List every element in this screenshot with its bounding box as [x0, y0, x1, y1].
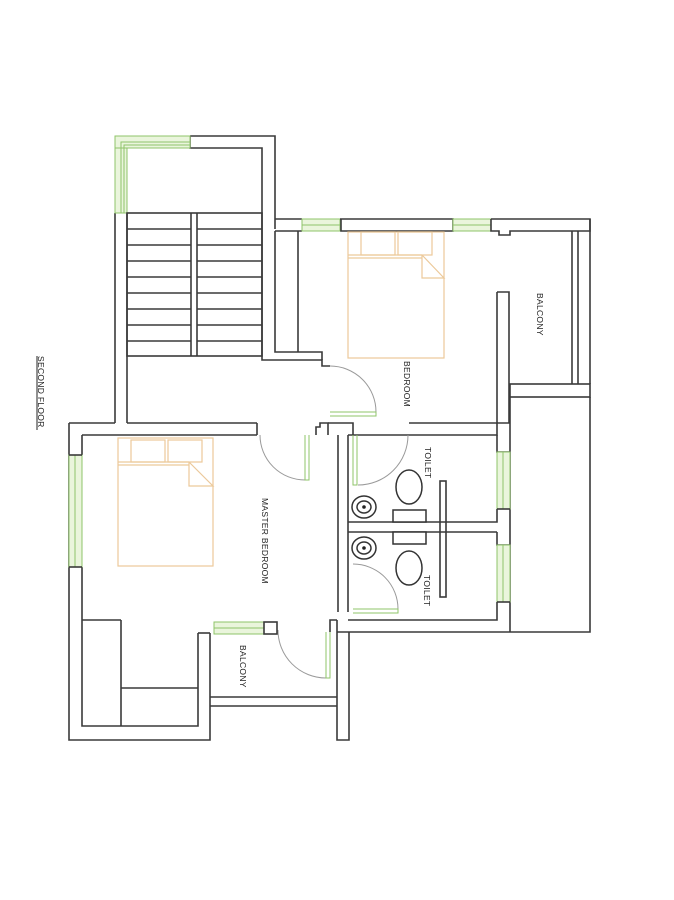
lower-left-block: [81, 619, 210, 727]
stair-tower: [114, 135, 276, 423]
bedroom-door[interactable]: [329, 365, 377, 417]
master-bedroom-door[interactable]: [259, 434, 310, 481]
label-master-bedroom: MASTER BEDROOM: [260, 498, 270, 584]
bed-bedroom: [347, 231, 446, 359]
toilet-lower-door[interactable]: [352, 563, 399, 614]
toilet-lower-fixtures: [351, 531, 427, 586]
staircase: [126, 212, 330, 367]
label-toilet-lower: TOILET: [422, 575, 432, 606]
bedroom-walls: [274, 218, 591, 424]
bed-master: [117, 437, 215, 567]
label-balcony-bottom: BALCONY: [238, 645, 248, 688]
balcony-bottom-walls: [210, 619, 350, 741]
toilet-upper-fixtures: [351, 469, 427, 523]
corridor-walls: [68, 397, 591, 741]
label-balcony-right: BALCONY: [535, 293, 545, 336]
toilet-upper-door[interactable]: [352, 434, 409, 486]
title-text: SECOND FLOOR: [36, 356, 46, 428]
balcony-bottom-door[interactable]: [277, 629, 331, 679]
label-toilet-upper: TOILET: [423, 447, 433, 478]
drawing-title: SECOND FLOOR: [36, 356, 46, 430]
label-bedroom: BEDROOM: [402, 361, 412, 407]
